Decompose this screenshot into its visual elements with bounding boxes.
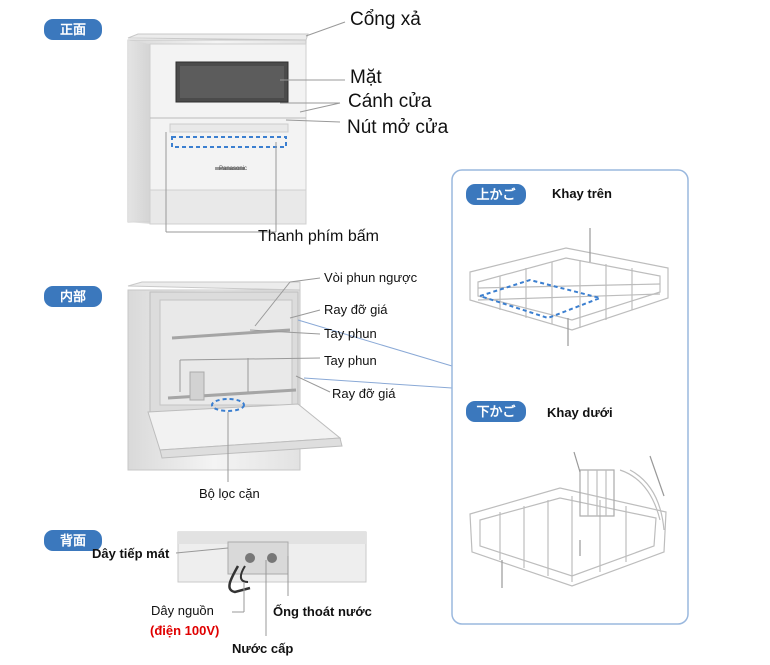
back-dishwasher: [178, 532, 366, 592]
lower-rack-badge: 下かご: [466, 401, 526, 422]
label-drain-hose: Ống thoát nước: [273, 604, 372, 619]
label-water-inlet: Nước cấp: [232, 641, 293, 656]
label-spray-arm-top: Tay phun: [324, 326, 377, 341]
label-ground-wire: Dây tiếp mát: [92, 546, 169, 561]
label-power-cord: Dây nguồn: [151, 603, 214, 618]
label-control-bar: Thanh phím bấm: [258, 228, 379, 246]
label-filter: Bộ lọc cặn: [199, 486, 260, 501]
label-spray-arm-bottom: Tay phun: [324, 353, 377, 368]
label-door: Cánh cửa: [348, 91, 432, 113]
inside-section-badge: 内部: [44, 286, 102, 307]
label-upper-rack: Khay trên: [552, 186, 612, 201]
front-section-badge: 正面: [44, 19, 102, 40]
inside-dishwasher: [128, 282, 342, 470]
label-front-panel: Mặt: [350, 67, 382, 89]
label-reverse-nozzle: Vòi phun ngược: [324, 270, 417, 285]
label-door-button: Nút mở cửa: [347, 117, 448, 139]
label-rack-rail-top: Ray đỡ giá: [324, 302, 387, 317]
label-lower-rack: Khay dưới: [547, 405, 613, 420]
front-dishwasher: Panasonic: [128, 34, 308, 224]
upper-rack-badge: 上かご: [466, 184, 526, 205]
label-rack-rail-bottom: Ray đỡ giá: [332, 386, 395, 401]
label-exhaust-port: Cổng xả: [350, 9, 421, 31]
brand-mark: Panasonic: [219, 166, 247, 172]
label-power-spec: (điện 100V): [150, 623, 219, 638]
